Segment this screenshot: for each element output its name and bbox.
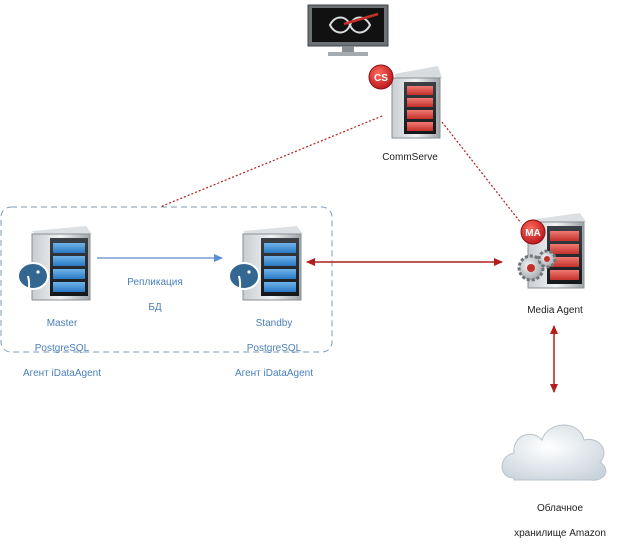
commserve-label: CommServe xyxy=(382,152,438,163)
media-agent-label: Media Agent xyxy=(527,305,583,316)
replication-label: Репликация БД xyxy=(110,264,200,327)
postgresql-elephant-icon-master xyxy=(17,262,49,297)
standby-title: Standby xyxy=(255,317,293,329)
standby-label: Standby PostgreSQL Агент iDataAgent xyxy=(224,305,324,393)
cloud-label: Облачное хранилище Amazon xyxy=(505,490,615,553)
master-server-icon xyxy=(31,226,92,301)
replication-line1: Репликация xyxy=(127,276,183,288)
commserve-badge: CS xyxy=(368,64,394,90)
monitor-icon xyxy=(307,4,389,56)
standby-db-type: PostgreSQL xyxy=(246,342,302,354)
ha-cluster-boundary xyxy=(0,206,333,353)
master-db-type: PostgreSQL xyxy=(34,342,90,354)
master-label: Master PostgreSQL Агент iDataAgent xyxy=(12,305,112,393)
media-agent-badge-text: MA xyxy=(525,228,541,239)
commserve-server-icon xyxy=(391,66,442,139)
media-agent-badge: MA xyxy=(520,219,546,245)
commserve-to-cluster-link xyxy=(159,115,383,208)
commserve-badge-text: CS xyxy=(374,73,388,84)
cloud-label-line1: Облачное xyxy=(536,502,584,514)
master-title: Master xyxy=(46,317,78,329)
standby-server-icon xyxy=(242,226,303,301)
replication-line2: БД xyxy=(148,301,162,313)
postgresql-elephant-icon-standby xyxy=(228,262,260,297)
cloud-icon xyxy=(501,424,607,481)
master-agent: Агент iDataAgent xyxy=(22,367,102,379)
gears-icon xyxy=(517,249,557,282)
cloud-label-line2: хранилище Amazon xyxy=(514,527,606,539)
architecture-diagram: CS xyxy=(0,4,607,481)
commserve-to-media-agent-link xyxy=(441,121,522,224)
standby-agent: Агент iDataAgent xyxy=(234,367,314,379)
